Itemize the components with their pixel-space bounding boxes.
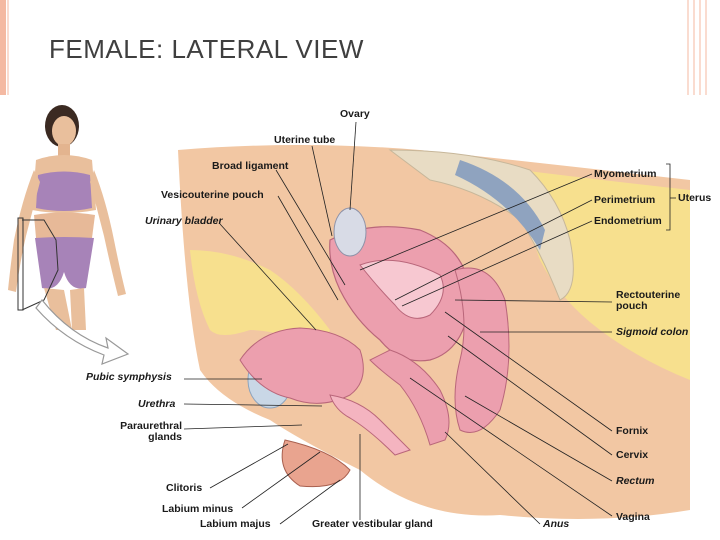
label-rectouterine-line-2: pouch — [616, 300, 648, 312]
model-figure — [8, 105, 126, 330]
pelvic-section — [178, 145, 690, 519]
label-endometrium: Endometrium — [594, 215, 662, 227]
label-paraurethral-glands: Paraurethral glands — [114, 421, 182, 443]
label-myometrium: Myometrium — [594, 168, 657, 180]
label-labium-majus: Labium majus — [200, 518, 271, 530]
label-uterine-tube: Uterine tube — [274, 134, 336, 146]
label-greater-vestibular-gland: Greater vestibular gland — [312, 518, 433, 530]
label-pubic-symphysis: Pubic symphysis — [86, 371, 172, 383]
label-rectouterine-line-1: Rectouterine — [616, 289, 681, 301]
label-broad-ligament: Broad ligament — [212, 160, 289, 172]
label-vagina: Vagina — [616, 511, 650, 523]
label-urethra: Urethra — [138, 398, 176, 410]
label-labium-minus: Labium minus — [162, 503, 234, 515]
decorative-frame-lines — [7, 0, 707, 95]
view-arrow — [35, 299, 130, 365]
label-rectum: Rectum — [616, 475, 655, 487]
label-vesicouterine-pouch: Vesicouterine pouch — [161, 189, 264, 201]
slide-title: FEMALE: LATERAL VIEW — [49, 34, 364, 64]
label-anus: Anus — [543, 518, 570, 530]
label-clitoris: Clitoris — [166, 482, 203, 494]
label-cervix: Cervix — [616, 449, 649, 461]
leader-lines — [183, 121, 676, 525]
label-urinary-bladder: Urinary bladder — [145, 215, 223, 227]
label-fornix: Fornix — [616, 425, 649, 437]
label-paraurethral-line-1: Paraurethral — [120, 420, 182, 432]
label-uterus: Uterus — [678, 192, 712, 204]
label-perimetrium: Perimetrium — [594, 194, 656, 206]
label-paraurethral-line-2: glands — [148, 431, 182, 443]
label-sigmoid-colon: Sigmoid colon — [616, 326, 689, 338]
label-ovary: Ovary — [340, 108, 370, 120]
label-rectouterine-pouch: Rectouterine pouch — [616, 290, 680, 312]
accent-bar — [0, 0, 6, 95]
